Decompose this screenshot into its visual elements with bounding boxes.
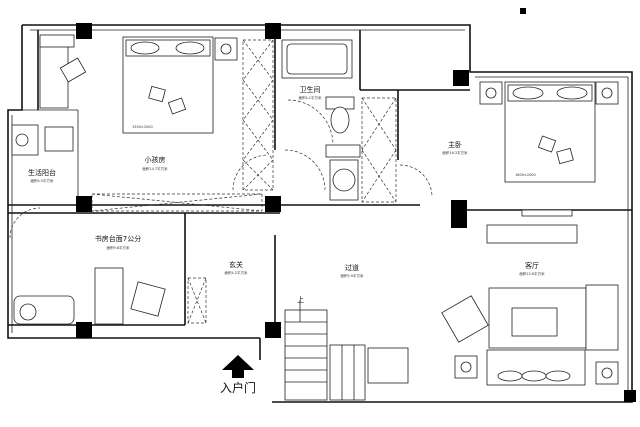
stair-up-label: 上 (297, 295, 304, 304)
laundry-balcony-area: 面积4.5平方米 (30, 178, 54, 183)
bathroom-area: 面积4.1平方米 (298, 95, 322, 100)
laundry-balcony-label: 生活阳台 (28, 168, 56, 177)
living-room-area: 面积22.6平方米 (519, 271, 545, 276)
kids-room-furniture (39, 34, 238, 134)
master-bedroom-label: 主卧 (448, 140, 462, 149)
corridor-area: 面积5.9平方米 (340, 273, 364, 278)
stairs (284, 300, 409, 401)
living-room-furniture (441, 224, 619, 386)
master-bedroom-furniture (479, 81, 619, 217)
kids-room-area: 面积14.7平方米 (142, 166, 168, 171)
entrance-label: 玄关 (229, 260, 243, 269)
door-swings (9, 99, 433, 239)
structural-columns (76, 8, 636, 402)
master-bedroom-area: 面积16.3平方米 (442, 150, 468, 155)
entrance-area: 面积4.2平方米 (224, 270, 248, 275)
kids-room-label: 小孩房 (145, 155, 166, 164)
corridor-label: 过道 (345, 263, 359, 272)
living-room-label: 客厅 (525, 261, 539, 270)
laundry-study-furniture (11, 124, 166, 325)
study-label: 书房台面7公分 (95, 234, 141, 243)
wardrobes (91, 39, 397, 324)
interior-walls (8, 30, 632, 330)
kids-bed-size: 1500×2000 (132, 125, 153, 129)
master-bed-size: 1800×2000 (515, 173, 536, 177)
entry-door-label: 入户门 (220, 380, 256, 395)
bathroom-fixtures (281, 39, 361, 201)
arrow-up-icon (222, 355, 254, 378)
study-area: 面积9.8平方米 (106, 245, 130, 250)
bathroom-label: 卫生间 (300, 85, 321, 94)
room-labels: 小孩房 面积14.7平方米 1500×2000 卫生间 面积4.1平方米 主卧 … (28, 85, 545, 395)
